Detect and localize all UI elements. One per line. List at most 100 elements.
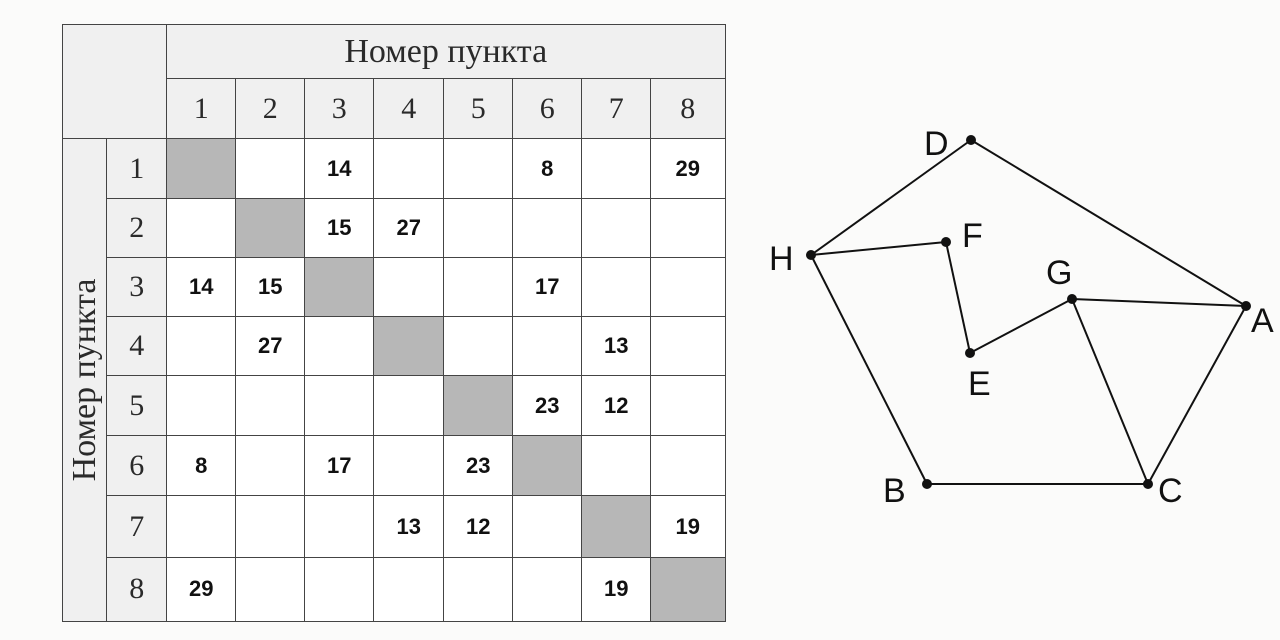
table-cell [443, 138, 514, 200]
table-cell [443, 375, 514, 437]
node-label-H: H [769, 240, 794, 278]
table-cell [235, 138, 306, 200]
distance-value: 13 [396, 513, 421, 539]
table-cell [235, 495, 306, 559]
distance-value: 14 [189, 274, 214, 300]
column-index-5: 5 [443, 78, 514, 140]
column-index-label: 3 [331, 91, 347, 125]
node-label-C: C [1158, 472, 1183, 510]
table-cell [373, 257, 445, 318]
table-cell [373, 435, 445, 497]
table-cell [235, 198, 306, 259]
table-cell [166, 375, 237, 437]
table-cell: 27 [373, 198, 445, 259]
table-cell [304, 495, 375, 559]
table-cell: 12 [581, 375, 652, 437]
table-cell [512, 198, 583, 259]
distance-value: 13 [604, 333, 629, 359]
table-cell [512, 435, 583, 497]
table-cell [373, 316, 445, 377]
table-cell [650, 435, 726, 497]
row-index-2: 2 [106, 198, 168, 259]
node-A [1241, 301, 1251, 311]
table-cell [650, 375, 726, 437]
column-index-label: 2 [262, 91, 278, 125]
distance-value: 8 [195, 452, 208, 478]
table-cell [581, 138, 652, 200]
distance-value: 19 [604, 576, 629, 602]
table-cell [373, 138, 445, 200]
column-index-1: 1 [166, 78, 237, 140]
table-cell: 23 [443, 435, 514, 497]
table-cell [304, 316, 375, 377]
table-cell [304, 557, 375, 622]
row-index-8: 8 [106, 557, 168, 622]
distance-value: 29 [675, 155, 700, 181]
table-cell [166, 495, 237, 559]
distance-value: 23 [535, 392, 560, 418]
edge-A-C [1147, 305, 1247, 485]
node-C [1143, 479, 1153, 489]
table-cell [443, 557, 514, 622]
table-cell: 29 [650, 138, 726, 200]
table-cell [443, 316, 514, 377]
table-cell [581, 198, 652, 259]
table-cell: 13 [373, 495, 445, 559]
table-cell [512, 316, 583, 377]
row-index-label: 4 [129, 329, 145, 363]
row-index-label: 3 [129, 270, 145, 304]
table-cell [373, 375, 445, 437]
table-cell [650, 257, 726, 318]
row-index-7: 7 [106, 495, 168, 559]
distance-value: 29 [189, 576, 214, 602]
row-index-label: 5 [129, 388, 145, 422]
edge-F-E [945, 241, 971, 354]
table-cell [304, 375, 375, 437]
edge-H-F [810, 241, 947, 256]
node-B [922, 479, 932, 489]
row-title-cell: Номер пункта [62, 138, 108, 622]
table-cell [166, 138, 237, 200]
node-E [965, 348, 975, 358]
node-label-E: E [968, 365, 991, 403]
table-cell [512, 495, 583, 559]
edge-G-C [1071, 298, 1149, 485]
table-cell [443, 257, 514, 318]
node-label-D: D [924, 125, 949, 163]
table-cell: 19 [581, 557, 652, 622]
table-cell [581, 257, 652, 318]
table-cell: 15 [304, 198, 375, 259]
distance-value: 15 [327, 215, 352, 241]
table-cell [581, 435, 652, 497]
distance-value: 17 [327, 452, 352, 478]
edge-D-A [970, 139, 1247, 307]
corner-cell [62, 24, 168, 140]
column-index-label: 1 [193, 91, 209, 125]
node-G [1067, 294, 1077, 304]
table-cell: 27 [235, 316, 306, 377]
row-index-6: 6 [106, 435, 168, 497]
table-cell [373, 557, 445, 622]
table-cell: 23 [512, 375, 583, 437]
distance-value: 27 [396, 215, 421, 241]
column-index-4: 4 [373, 78, 445, 140]
row-index-label: 8 [129, 572, 145, 606]
table-cell [512, 557, 583, 622]
column-title-cell: Номер пункта [166, 24, 726, 80]
distance-value: 23 [466, 452, 491, 478]
column-index-label: 8 [680, 91, 696, 125]
node-H [806, 250, 816, 260]
column-index-8: 8 [650, 78, 726, 140]
column-index-label: 5 [470, 91, 486, 125]
row-index-label: 1 [129, 151, 145, 185]
table-cell [166, 316, 237, 377]
table-cell [650, 316, 726, 377]
column-index-label: 6 [539, 91, 555, 125]
table-cell: 12 [443, 495, 514, 559]
table-cell [443, 198, 514, 259]
table-cell: 14 [166, 257, 237, 318]
column-index-3: 3 [304, 78, 375, 140]
column-index-7: 7 [581, 78, 652, 140]
table-cell [304, 257, 375, 318]
